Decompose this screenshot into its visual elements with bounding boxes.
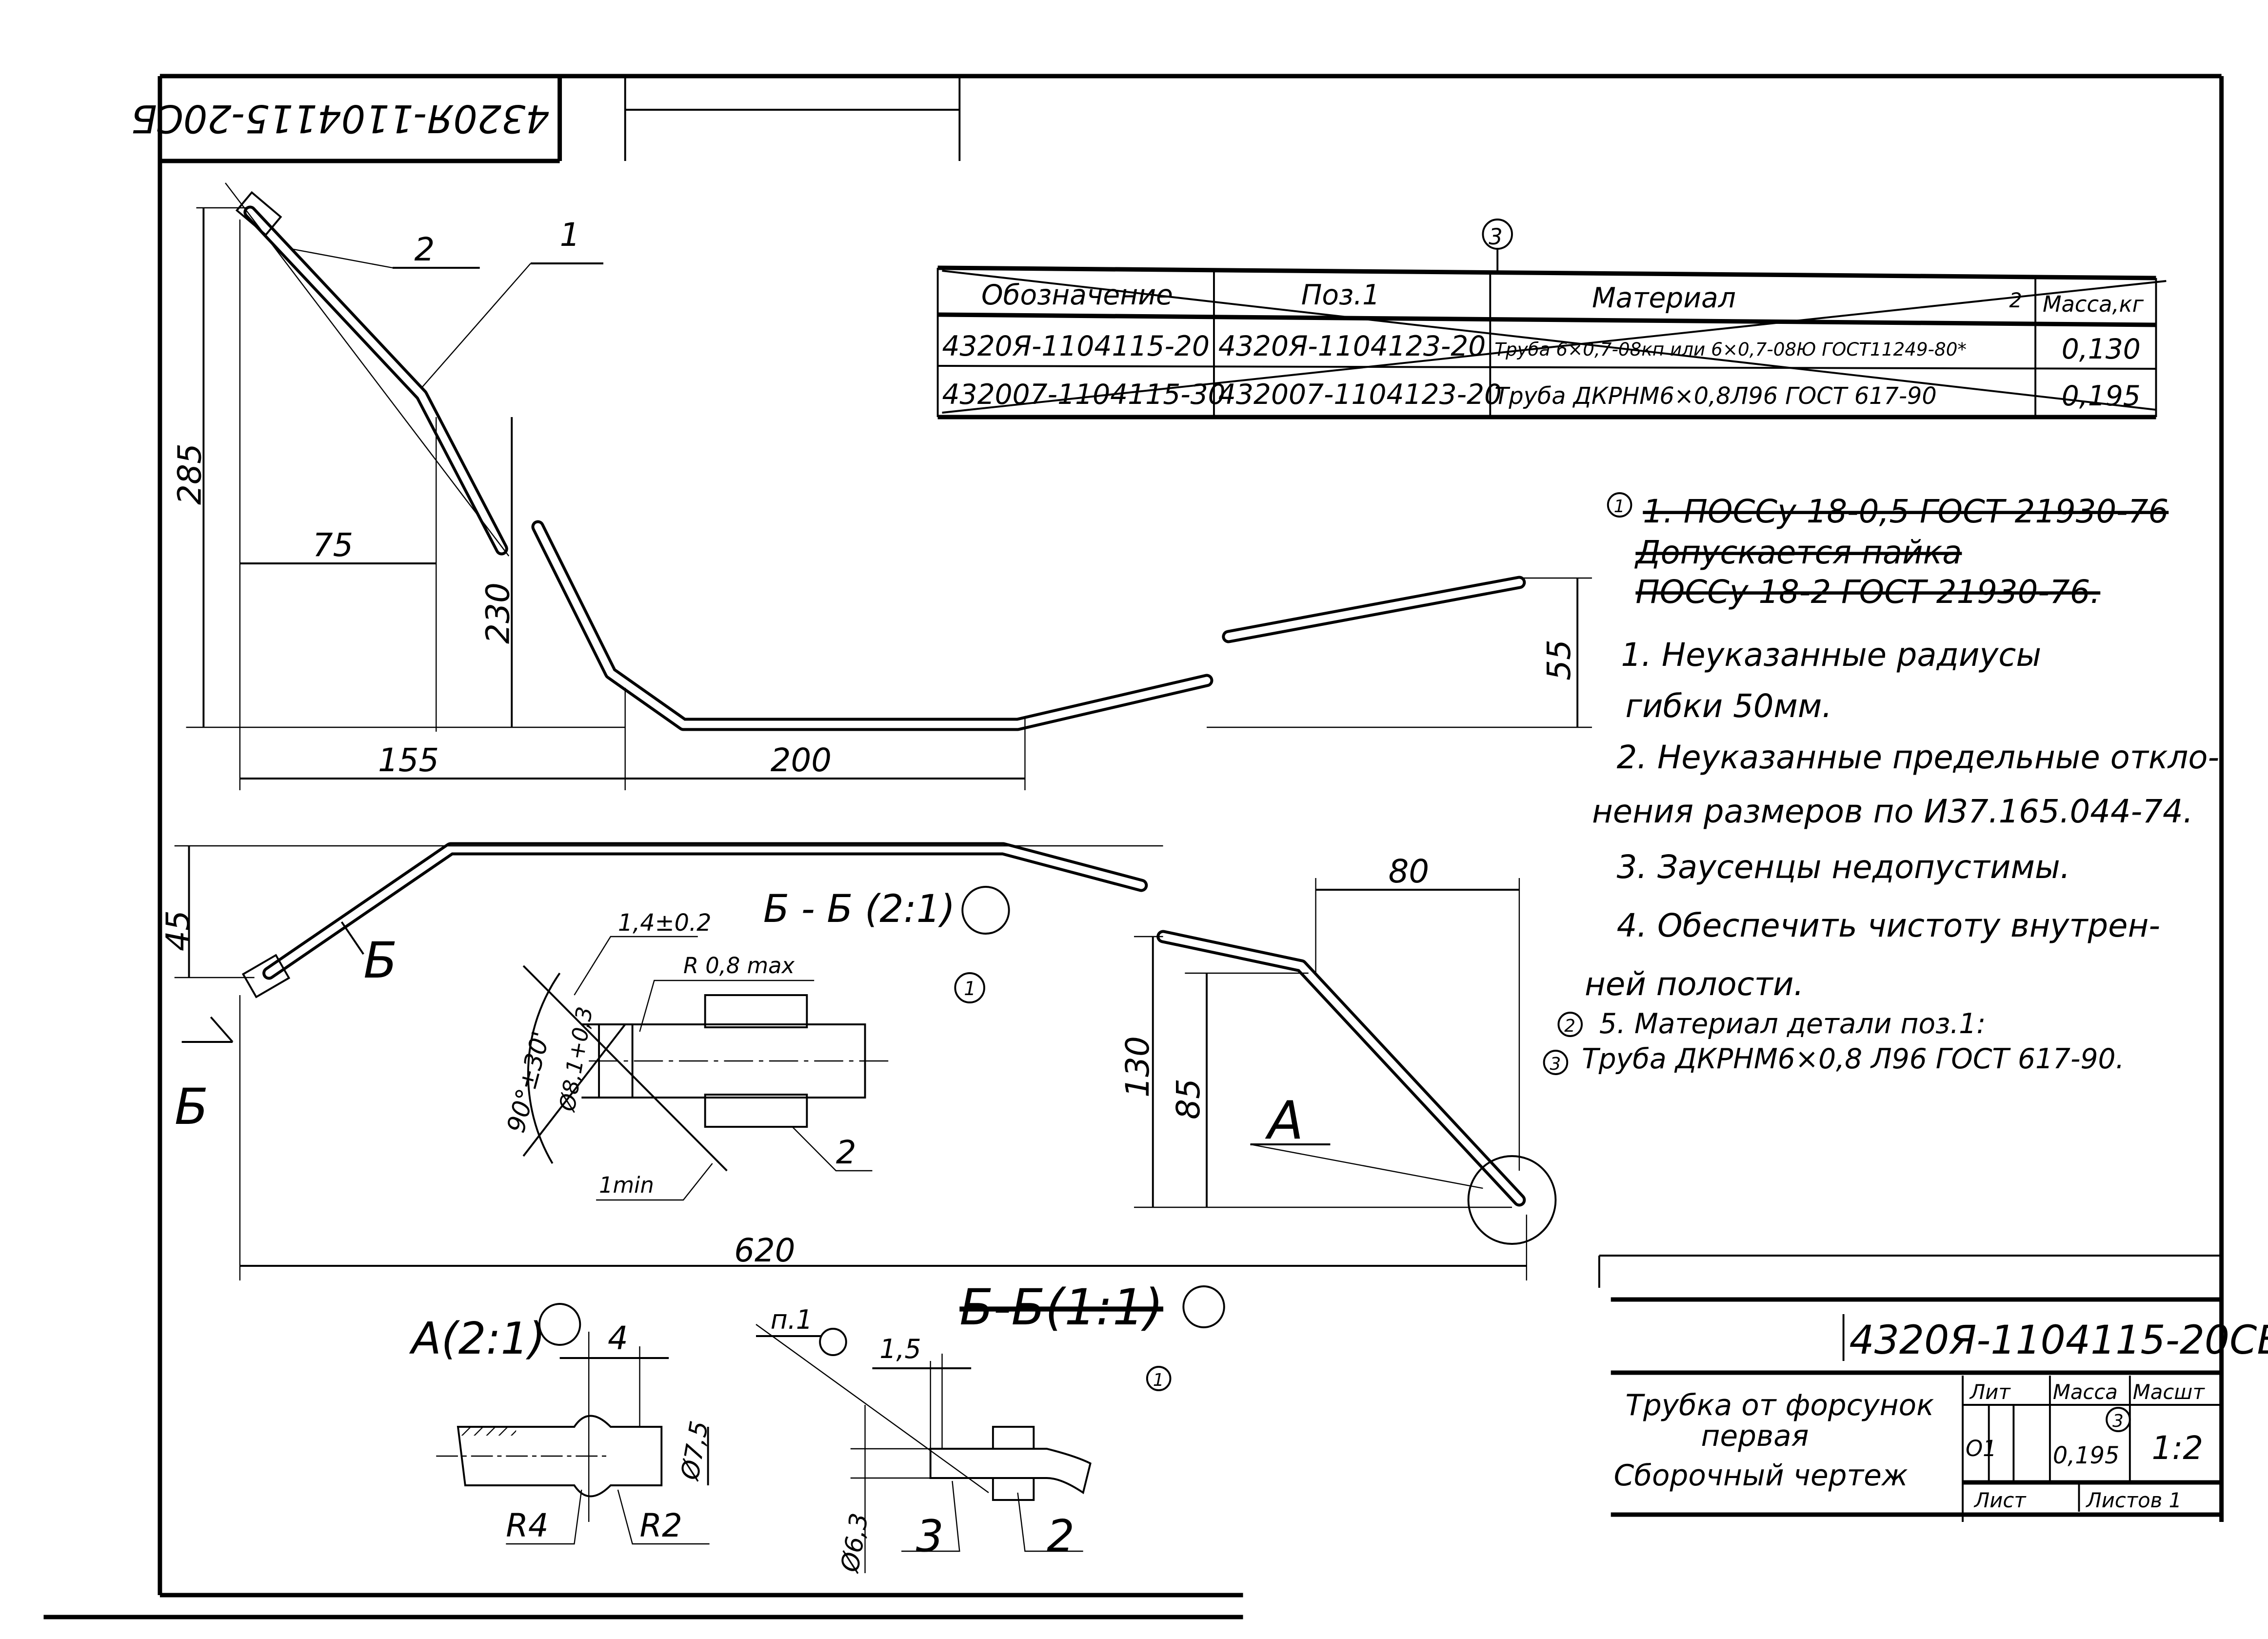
section-bb-2-1: Б - Б (2:1) 1 Ø8,1+0,3 90°±30' 1,4±0.2 R… [501,886,1010,1201]
dim-4: 4 [608,1319,628,1357]
note-1b: гибки 50мм. [1626,687,1832,725]
dim-1-min: 1min [599,1172,654,1198]
callout-2: 2 [415,231,435,268]
note-4a: 4. Обеспечить чистоту внутрен- [1617,907,2160,944]
mass-value: 0,195 [2053,1442,2119,1469]
dim-130: 130 [1119,1036,1156,1098]
sheet-label: Лист [1973,1488,2027,1512]
view-a-detail: А(2:1) 4 Ø7,5 R4 R2 [409,1303,714,1545]
lit-label: Лит [1969,1380,2011,1404]
row1-designation: 4320Я-1104115-20 [942,330,1210,362]
sheets-label: Листов 1 [2085,1488,2182,1512]
main-view: 2 1 285 75 230 155 200 55 [171,182,1592,790]
row2-designation: 432007-1104115-30 [942,379,1226,411]
title-block-name-line2: первая [1701,1419,1809,1453]
plan-view: 45 620 80 130 85 А Б Б [159,842,1557,1280]
struck-note-3: ПОССу 18-2 ГОСТ 21930-76. [1635,573,2100,611]
dim-230: 230 [479,582,517,644]
title-block-name-line1: Трубка от форсунок [1626,1388,1934,1422]
note-2a: 2. Неуказанные предельные откло- [1617,739,2220,776]
note-3: 3. Заусенцы недопустимы. [1617,848,2070,886]
header-pos: Поз.1 [1301,279,1380,311]
section-bb-1-1-callout-2: 2 [1047,1511,1074,1562]
row2-pos: 432007-1104123-20 [1218,379,1502,411]
dim-diameter-6-3: Ø6,3 [835,1511,874,1575]
section-bb-2-1-title: Б - Б (2:1) [763,887,955,931]
dim-285: 285 [171,443,209,505]
section-bb-1-1-title: Б-Б(1:1) [959,1279,1163,1336]
struck-marker: 1 [1614,497,1625,517]
section-bb-1-1: Б-Б(1:1) 1 п.1 1,5 Ø6,3 3 2 [756,1279,1225,1575]
dim-45: 45 [159,910,197,951]
title-block-doc-type: Сборочный чертеж [1614,1459,1908,1493]
sheet-frame [43,74,2224,1619]
dim-75: 75 [313,526,353,564]
row2-mass: 0,195 [2062,380,2141,412]
view-a-title: А(2:1) [409,1314,546,1364]
note-5: 5. Материал детали поз.1: [1599,1008,1986,1040]
dim-85: 85 [1170,1079,1207,1119]
section-b-upper-label: Б [363,932,398,989]
dim-200: 200 [771,741,832,779]
spec-table-marker: 3 [1489,224,1502,250]
material-value-marker: 3 [1550,1054,1561,1074]
dim-r2: R2 [640,1507,682,1544]
row1-material: Труба 6×0,7-08кп или 6×0,7-08Ю ГОСТ11249… [1494,339,1967,360]
technical-notes: 1 1. ПОССу 18-0,5 ГОСТ 21930-76 Допускае… [1543,492,2220,1075]
header-change-marker: 2 [2009,288,2022,312]
scale-label: Масшт [2133,1380,2206,1404]
dim-angle-90: 90°±30' [501,1028,556,1136]
callout-1: 1 [560,216,580,254]
title-block-code: 4320Я-1104115-20СБ [1850,1318,2268,1363]
title-block: 4320Я-1104115-20СБ Трубка от форсунок пе… [1598,1255,2268,1522]
header-mass: Масса,кг [2043,291,2144,317]
section-b-lower-label: Б [175,1078,209,1136]
section-bb-2-1-callout-2: 2 [836,1134,856,1171]
dim-r-0-8-max: R 0,8 max [683,953,795,979]
struck-note-2: Допускается пайка [1634,534,1962,571]
view-a-label: А [1265,1090,1303,1151]
spec-table: 3 Обозначение Поз.1 Материал 2 Масса,кг … [936,219,2167,420]
section-bb-1-1-marker: 1 [1153,1370,1164,1390]
note-5-material: Труба ДКРНМ6×0,8 Л96 ГОСТ 617-90. [1582,1043,2124,1075]
dim-p1: п.1 [771,1304,813,1335]
row1-mass: 0,130 [2062,333,2141,365]
note-2b: нения размеров по И37.165.044-74. [1592,793,2193,830]
dim-1-5: 1,5 [879,1334,921,1364]
note-4b: ней полости. [1585,965,1804,1003]
dim-r4: R4 [506,1507,548,1544]
header-designation: Обозначение [981,279,1173,311]
scale-value: 1:2 [2152,1429,2204,1467]
section-bb-2-1-marker: 1 [964,978,976,1000]
section-bb-1-1-callout-3: 3 [916,1511,944,1562]
header-material: Материал [1592,282,1736,314]
dim-620: 620 [734,1232,795,1269]
rotated-stamp-code: 4320Я-1104115-20СБ [131,96,550,140]
lit-value: О1 [1966,1436,1997,1461]
dim-155: 155 [378,741,439,779]
note-1a: 1. Неуказанные радиусы [1621,636,2042,674]
struck-note-1: 1. ПОССу 18-0,5 ГОСТ 21930-76 [1643,493,2169,530]
dim-80: 80 [1389,853,1429,890]
row2-material: Труба ДКРНМ6×0,8Л96 ГОСТ 617-90 [1494,383,1936,410]
mass-label: Масса [2053,1380,2118,1404]
row1-pos: 4320Я-1104123-20 [1218,330,1486,362]
material-marker: 2 [1564,1016,1575,1036]
dim-1-4: 1,4±0.2 [618,910,712,937]
dim-55: 55 [1540,640,1578,680]
mass-marker: 3 [2112,1411,2124,1431]
